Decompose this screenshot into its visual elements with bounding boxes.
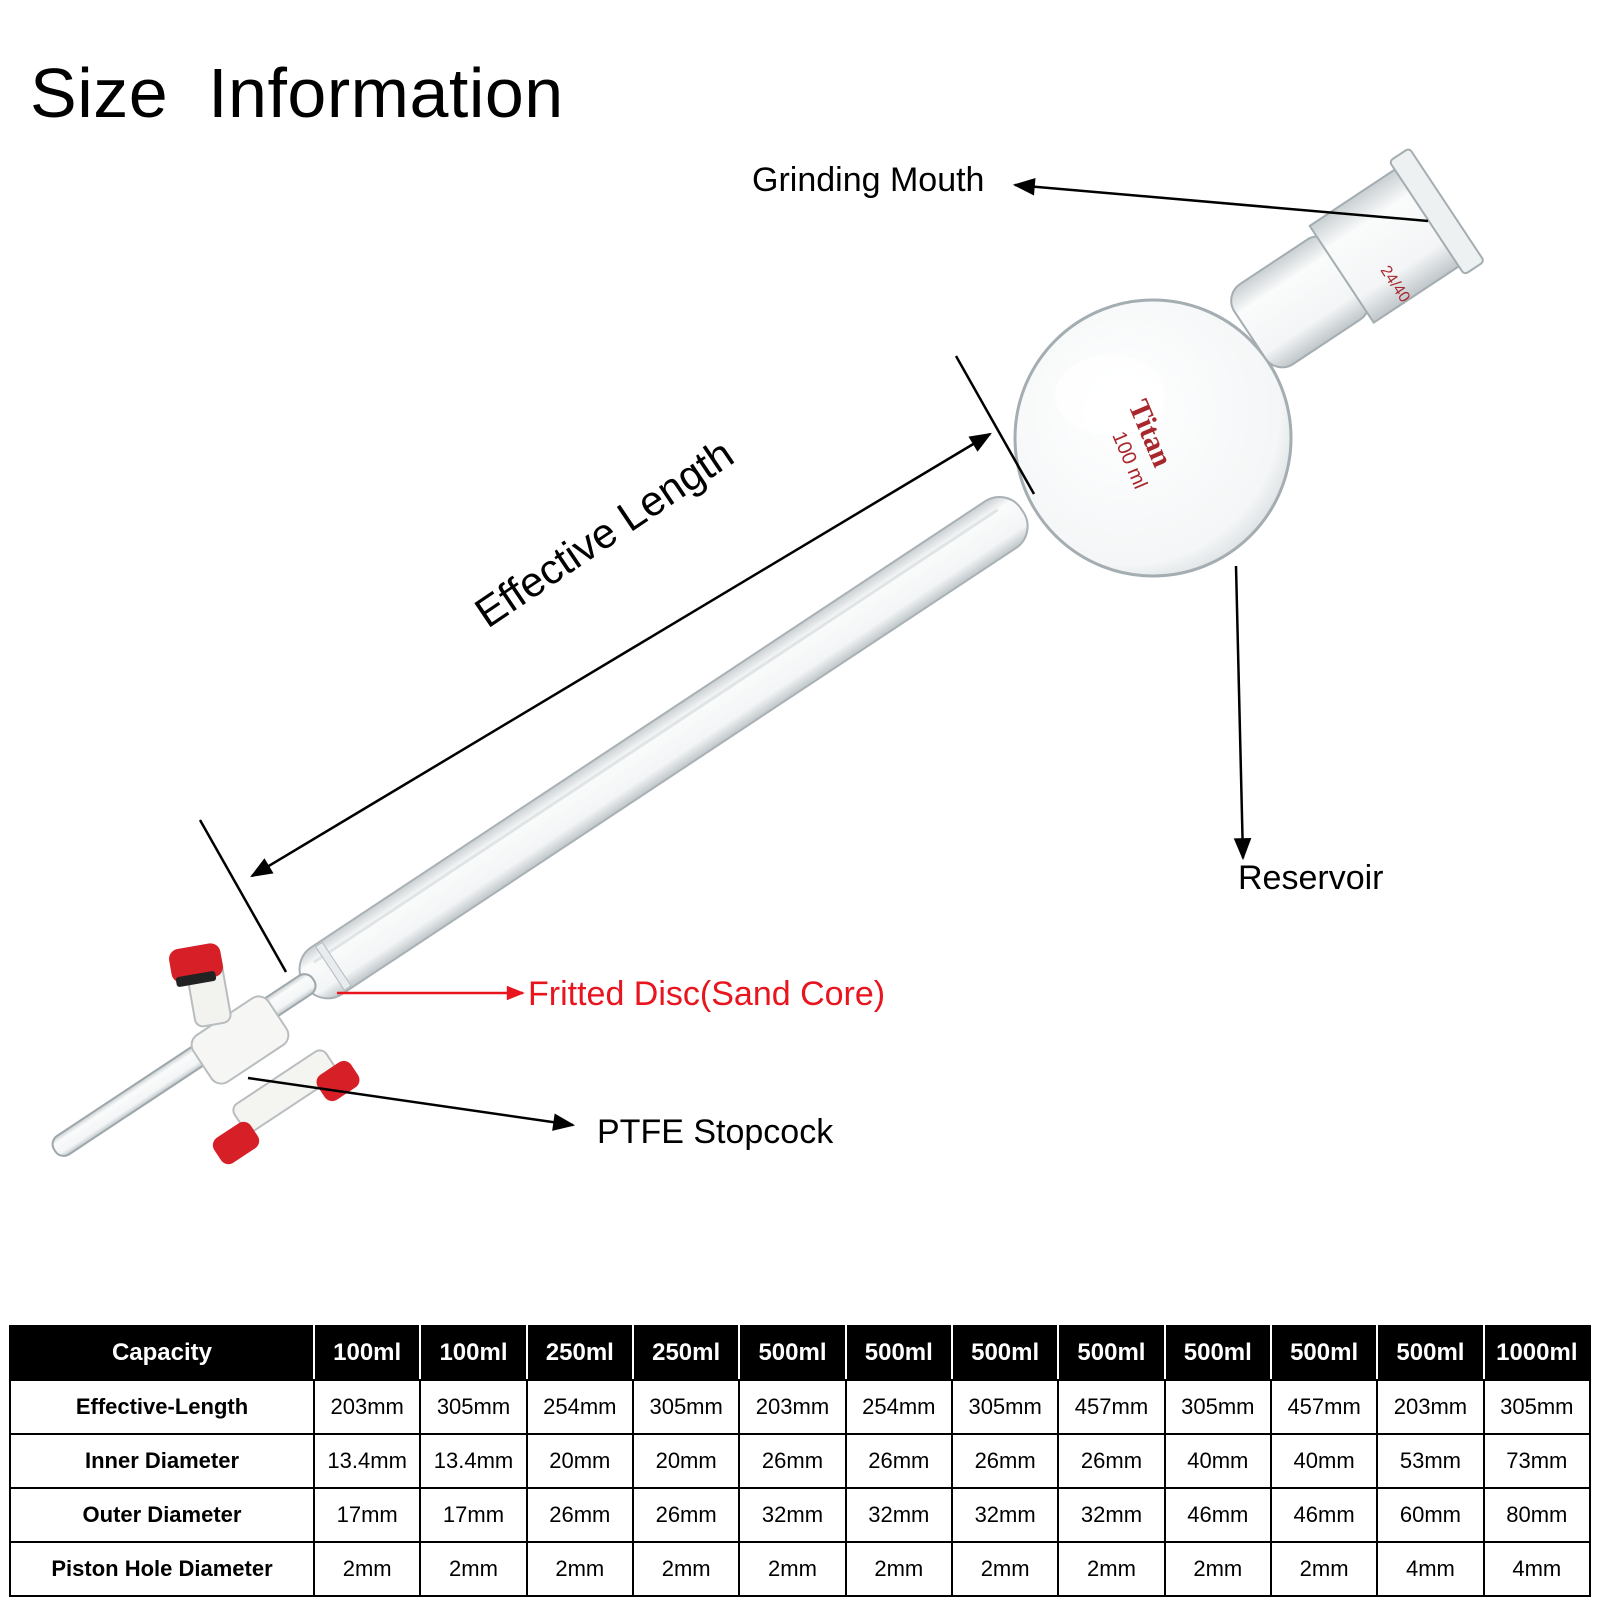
table-cell: 305mm bbox=[419, 1379, 528, 1435]
column-header: 100ml bbox=[312, 1325, 422, 1381]
stopcock-handle-red-upper bbox=[316, 1060, 360, 1102]
table-cell: 305mm bbox=[1482, 1379, 1592, 1435]
table-cell: 2mm bbox=[312, 1541, 422, 1597]
table-cell: 254mm bbox=[844, 1379, 953, 1435]
table-cell: 4mm bbox=[1482, 1541, 1592, 1597]
table-row: Inner Diameter 13.4mm 13.4mm 20mm 20mm 2… bbox=[9, 1433, 1592, 1489]
table-cell: 26mm bbox=[525, 1487, 634, 1543]
table-cell: 73mm bbox=[1482, 1433, 1592, 1489]
table-cell: 26mm bbox=[631, 1487, 741, 1543]
table-cell: 203mm bbox=[312, 1379, 422, 1435]
table-cell: 2mm bbox=[950, 1541, 1060, 1597]
table-cell: 254mm bbox=[525, 1379, 634, 1435]
column-header: 500ml bbox=[1057, 1325, 1166, 1381]
table-cell: 26mm bbox=[738, 1433, 847, 1489]
table-cell: 2mm bbox=[525, 1541, 634, 1597]
table-cell: 46mm bbox=[1163, 1487, 1272, 1543]
capacity-header: Capacity bbox=[9, 1325, 315, 1381]
column-header: 500ml bbox=[950, 1325, 1060, 1381]
table-cell: 26mm bbox=[1057, 1433, 1166, 1489]
table-cell: 80mm bbox=[1482, 1487, 1592, 1543]
table-cell: 32mm bbox=[738, 1487, 847, 1543]
table-cell: 305mm bbox=[950, 1379, 1060, 1435]
chromatography-column-diagram: 24/40 Titan 100 ml bbox=[51, 148, 1484, 1165]
column-header: 500ml bbox=[1269, 1325, 1379, 1381]
ptfe-stopcock-label: PTFE Stopcock bbox=[597, 1113, 834, 1151]
row-label: Outer Diameter bbox=[9, 1487, 315, 1543]
table-cell: 46mm bbox=[1269, 1487, 1379, 1543]
column-header: 250ml bbox=[631, 1325, 741, 1381]
table-cell: 457mm bbox=[1269, 1379, 1379, 1435]
table-cell: 17mm bbox=[419, 1487, 528, 1543]
table-cell: 20mm bbox=[631, 1433, 741, 1489]
ptfe-stopcock bbox=[169, 943, 360, 1165]
table-row: Effective-Length 203mm 305mm 254mm 305mm… bbox=[9, 1379, 1592, 1435]
table-row: Outer Diameter 17mm 17mm 26mm 26mm 32mm … bbox=[9, 1487, 1592, 1543]
column-header: 250ml bbox=[525, 1325, 634, 1381]
reservoir-arrow bbox=[1233, 565, 1252, 861]
table-header-row: Capacity 100ml 100ml 250ml 250ml 500ml 5… bbox=[9, 1325, 1592, 1381]
ptfe-stopcock-arrow bbox=[247, 1076, 576, 1131]
stopcock-handle-red-lower bbox=[212, 1121, 260, 1165]
grinding-mouth-label: Grinding Mouth bbox=[752, 161, 985, 199]
table-cell: 2mm bbox=[1057, 1541, 1166, 1597]
table-cell: 2mm bbox=[419, 1541, 528, 1597]
effective-length-dimension bbox=[198, 355, 1036, 973]
size-spec-table: Capacity 100ml 100ml 250ml 250ml 500ml 5… bbox=[9, 1325, 1592, 1597]
column-header: 100ml bbox=[419, 1325, 528, 1381]
table-cell: 2mm bbox=[844, 1541, 953, 1597]
table-cell: 2mm bbox=[631, 1541, 741, 1597]
table-cell: 203mm bbox=[1376, 1379, 1485, 1435]
dimension-tick-top bbox=[954, 355, 1036, 495]
table-cell: 53mm bbox=[1376, 1433, 1485, 1489]
table-cell: 2mm bbox=[1163, 1541, 1272, 1597]
table-cell: 32mm bbox=[950, 1487, 1060, 1543]
table-row: Piston Hole Diameter 2mm 2mm 2mm 2mm 2mm… bbox=[9, 1541, 1592, 1597]
table-cell: 26mm bbox=[844, 1433, 953, 1489]
column-header: 500ml bbox=[1376, 1325, 1485, 1381]
reservoir-label: Reservoir bbox=[1238, 859, 1384, 897]
column-header: 500ml bbox=[1163, 1325, 1272, 1381]
table-cell: 203mm bbox=[738, 1379, 847, 1435]
table-cell: 40mm bbox=[1269, 1433, 1379, 1489]
table-cell: 20mm bbox=[525, 1433, 634, 1489]
table-cell: 305mm bbox=[631, 1379, 741, 1435]
table-cell: 32mm bbox=[1057, 1487, 1166, 1543]
table-cell: 305mm bbox=[1163, 1379, 1272, 1435]
row-label: Effective-Length bbox=[9, 1379, 315, 1435]
page-title: Size Information bbox=[30, 54, 564, 132]
row-label: Inner Diameter bbox=[9, 1433, 315, 1489]
table-cell: 2mm bbox=[738, 1541, 847, 1597]
table-cell: 2mm bbox=[1269, 1541, 1379, 1597]
row-label: Piston Hole Diameter bbox=[9, 1541, 315, 1597]
dimension-tick-bottom bbox=[198, 819, 288, 973]
table-cell: 60mm bbox=[1376, 1487, 1485, 1543]
effective-length-arrow bbox=[250, 432, 992, 878]
table-cell: 26mm bbox=[950, 1433, 1060, 1489]
column-header: 500ml bbox=[844, 1325, 953, 1381]
table-cell: 457mm bbox=[1057, 1379, 1166, 1435]
column-header: 500ml bbox=[738, 1325, 847, 1381]
table-cell: 32mm bbox=[844, 1487, 953, 1543]
table-cell: 17mm bbox=[312, 1487, 422, 1543]
grinding-mouth-arrow bbox=[1012, 177, 1429, 223]
table-cell: 13.4mm bbox=[419, 1433, 528, 1489]
table-cell: 40mm bbox=[1163, 1433, 1272, 1489]
fritted-disc-label: Fritted Disc(Sand Core) bbox=[528, 975, 886, 1013]
table-cell: 13.4mm bbox=[312, 1433, 422, 1489]
column-header: 1000ml bbox=[1482, 1325, 1592, 1381]
table-cell: 4mm bbox=[1376, 1541, 1485, 1597]
